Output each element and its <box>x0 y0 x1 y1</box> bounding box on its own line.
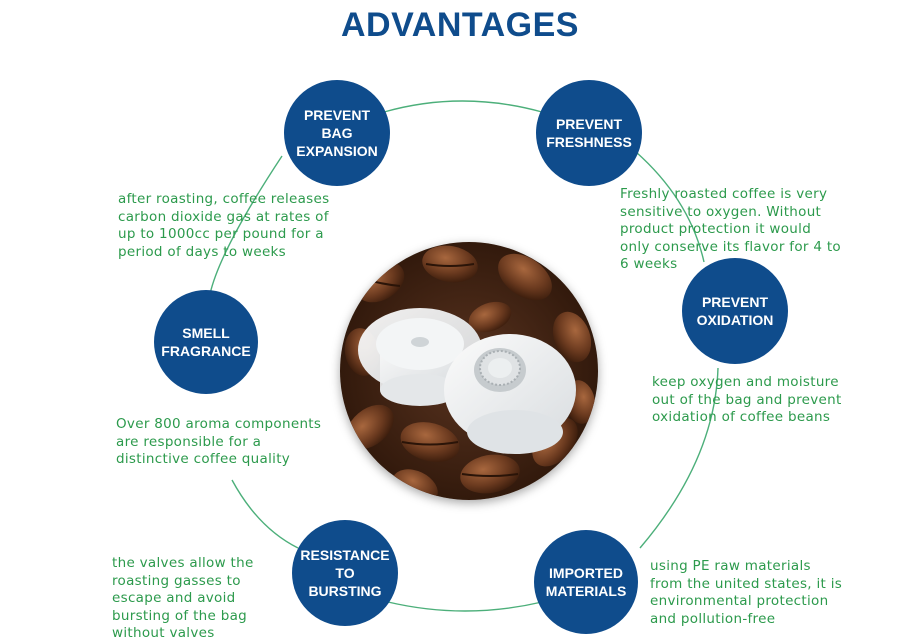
ring-arc-right <box>639 367 719 549</box>
coffee-valve-photo <box>340 242 598 500</box>
description-prevent-bag-expansion: after roasting, coffee releases carbon d… <box>118 191 330 260</box>
node-label: SMELL FRAGRANCE <box>161 325 251 359</box>
node-imported-materials: IMPORTED MATERIALS <box>534 530 638 634</box>
description-resistance-to-bursting: the valves allow the roasting gasses to … <box>112 555 254 641</box>
ring-arc-left <box>209 155 283 295</box>
ring-arc-left-bottom <box>231 479 299 549</box>
node-label: RESISTANCE TO BURSTING <box>300 547 390 599</box>
valve-right <box>444 334 576 454</box>
node-smell-fragrance: SMELL FRAGRANCE <box>154 290 258 394</box>
coffee-valve-icon <box>340 242 598 500</box>
node-label: PREVENT OXIDATION <box>696 294 774 328</box>
node-prevent-bag-expansion: PREVENT BAG EXPANSION <box>284 80 390 186</box>
page-title: ADVANTAGES <box>341 6 579 44</box>
description-prevent-freshness: Freshly roasted coffee is very sensitive… <box>620 186 841 272</box>
description-prevent-oxidation: keep oxygen and moisture out of the bag … <box>652 374 842 425</box>
node-prevent-freshness: PREVENT FRESHNESS <box>536 80 642 186</box>
ring-arc-top-right <box>635 151 705 263</box>
node-prevent-oxidation: PREVENT OXIDATION <box>682 258 788 364</box>
ring-arc-top <box>383 100 543 113</box>
node-resistance-to-bursting: RESISTANCE TO BURSTING <box>292 520 398 626</box>
node-label: PREVENT FRESHNESS <box>546 116 632 150</box>
description-smell-fragrance: Over 800 aroma components are responsibl… <box>116 416 322 467</box>
node-label: PREVENT BAG EXPANSION <box>296 107 378 159</box>
ring-arc-bottom <box>387 601 543 612</box>
node-label: IMPORTED MATERIALS <box>545 565 627 599</box>
description-imported-materials: using PE raw materials from the united s… <box>650 558 843 627</box>
